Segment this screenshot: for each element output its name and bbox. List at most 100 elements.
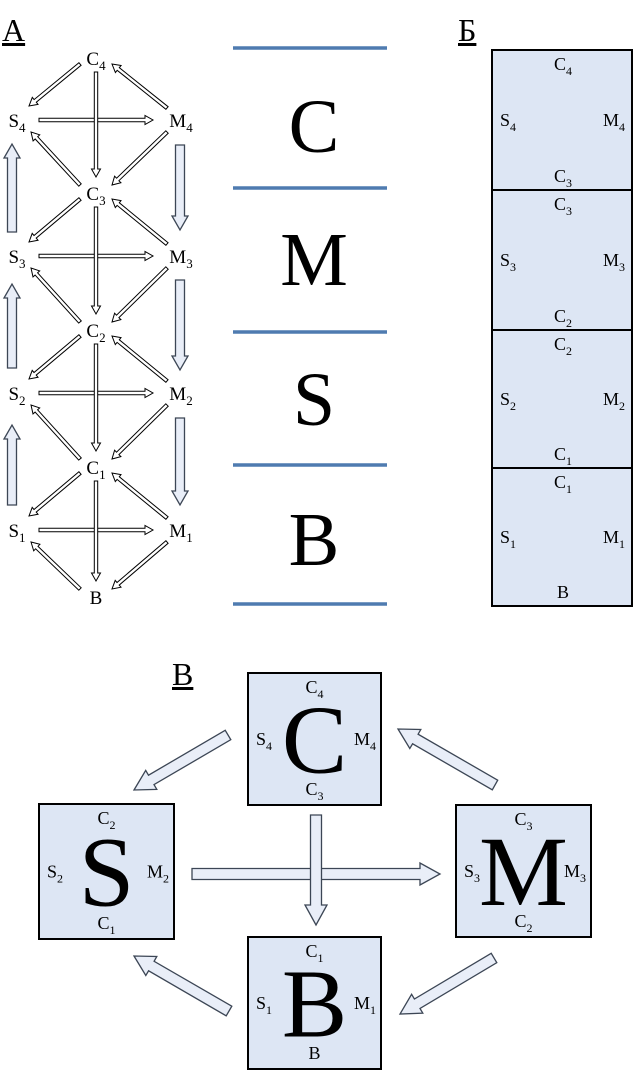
lattice-arrow-c4-to-c3 bbox=[90, 71, 102, 179]
cycle-arrow-m-to-b bbox=[398, 952, 498, 1015]
stack-cell-2 bbox=[491, 189, 633, 331]
lattice-arrow-c4-to-s4 bbox=[28, 62, 82, 107]
cycle-s-left: S2 bbox=[47, 862, 63, 886]
stack-cell-3-right: M2 bbox=[603, 389, 625, 413]
cycle-b-top: C1 bbox=[305, 941, 323, 965]
cycle-c-left: S4 bbox=[256, 729, 272, 753]
node-c2: C2 bbox=[86, 321, 105, 345]
cycle-s-top: C2 bbox=[97, 808, 115, 832]
lattice-arrow-c3-to-s3 bbox=[28, 196, 82, 243]
cycle-m-bottom: C2 bbox=[514, 911, 532, 935]
scale-letter-s: S bbox=[293, 358, 335, 442]
stack-cell-3-bottom: C1 bbox=[554, 444, 572, 468]
lattice-arrow-m2-to-c1 bbox=[111, 403, 169, 460]
cycle-letter-b: B bbox=[282, 950, 347, 1058]
stack-cell-1 bbox=[491, 49, 633, 191]
lattice-arrow-c3-to-c2 bbox=[90, 206, 102, 316]
stack-cell-2-right: M3 bbox=[603, 250, 625, 274]
lattice-arrow-m4-to-c4 bbox=[111, 63, 169, 110]
scale-letter-m: M bbox=[280, 218, 348, 302]
scale-letter-c: C bbox=[289, 85, 340, 169]
stack-cell-4-left: S1 bbox=[500, 527, 516, 551]
stack-cell-1-right: M4 bbox=[603, 110, 625, 134]
cycle-arrow-c-to-s bbox=[132, 729, 232, 791]
lattice-arrow-b-to-s1 bbox=[30, 541, 82, 591]
cycle-b-right: M1 bbox=[354, 993, 376, 1017]
stack-cell-4-bottom: B bbox=[557, 582, 569, 602]
node-s2: S2 bbox=[8, 384, 25, 408]
cycle-box-b bbox=[247, 936, 382, 1070]
scale-letter-b: B bbox=[289, 498, 340, 582]
lattice-arrow-m1-to-b bbox=[111, 539, 169, 590]
stack-cell-4-top: C1 bbox=[554, 472, 572, 496]
node-m1: M1 bbox=[169, 521, 192, 545]
cycle-b-left: S1 bbox=[256, 993, 272, 1017]
cycle-letter-m: M bbox=[479, 816, 568, 927]
node-s3: S3 bbox=[8, 247, 25, 271]
stack-cell-4-right: M1 bbox=[603, 527, 625, 551]
node-m4: M4 bbox=[169, 111, 193, 135]
node-s4: S4 bbox=[8, 111, 26, 135]
stack-cell-2-bottom: C2 bbox=[554, 306, 572, 330]
lattice-arrow-c2-to-s3 bbox=[30, 267, 83, 324]
cycle-c-top: C4 bbox=[305, 677, 323, 701]
cycle-c-bottom: C3 bbox=[305, 779, 323, 803]
cycle-s-bottom: C1 bbox=[97, 913, 115, 937]
cycle-box-m bbox=[455, 804, 592, 938]
cycle-arrow-m-to-c bbox=[396, 728, 499, 791]
lattice-arrow-m4-to-c3 bbox=[111, 130, 169, 186]
stack-cell-3-top: C2 bbox=[554, 334, 572, 358]
node-c3: C3 bbox=[86, 184, 105, 208]
lattice-arrow-m2-to-c2 bbox=[111, 335, 169, 383]
side-arrow-m-down-2 bbox=[170, 279, 190, 372]
panel-label-c: В bbox=[172, 656, 194, 692]
cycle-letter-s: S bbox=[79, 817, 135, 928]
node-m2: M2 bbox=[169, 384, 192, 408]
stack-cell-2-left: S3 bbox=[500, 250, 516, 274]
lattice-arrow-c1-to-b bbox=[90, 480, 102, 583]
cycle-arrow-c-to-b bbox=[303, 814, 329, 927]
lattice-arrow-c1-to-s2 bbox=[30, 404, 83, 461]
stack-cell-1-top: C4 bbox=[554, 54, 572, 78]
side-arrow-m-down-3 bbox=[170, 417, 190, 507]
cycle-s-right: M2 bbox=[147, 862, 169, 886]
side-arrow-s-up-1 bbox=[2, 423, 22, 506]
node-c4: C4 bbox=[86, 49, 106, 73]
cycle-box-c bbox=[247, 672, 382, 806]
side-arrow-m-down-1 bbox=[170, 144, 190, 232]
stack-cell-1-bottom: C3 bbox=[554, 166, 572, 190]
lattice-arrow-c2-to-s2 bbox=[28, 333, 82, 380]
cycle-m-top: C3 bbox=[514, 809, 532, 833]
cycle-b-bottom: B bbox=[308, 1043, 320, 1063]
lattice-arrow-c2-to-c1 bbox=[90, 343, 102, 453]
lattice-arrow-m3-to-c3 bbox=[111, 198, 169, 246]
cycle-box-s bbox=[38, 803, 175, 940]
stack-cell-4 bbox=[491, 467, 633, 607]
stack-cell-2-top: C3 bbox=[554, 194, 572, 218]
lattice-arrow-m3-to-c2 bbox=[111, 266, 169, 323]
cycle-m-left: S3 bbox=[464, 861, 480, 885]
side-arrow-s-up-3 bbox=[2, 142, 22, 233]
cycle-arrow-b-to-s bbox=[132, 955, 233, 1017]
node-s1: S1 bbox=[8, 521, 25, 545]
cycle-c-right: M4 bbox=[354, 729, 376, 753]
lattice-arrow-c3-to-s4 bbox=[30, 131, 82, 187]
node-c1: C1 bbox=[86, 458, 105, 482]
stack-cell-3 bbox=[491, 329, 633, 469]
stack-cell-3-left: S2 bbox=[500, 389, 516, 413]
node-b: B bbox=[90, 588, 103, 609]
panel-label-a: А bbox=[2, 12, 26, 48]
side-arrow-s-up-2 bbox=[2, 282, 22, 369]
lattice-arrow-m1-to-c1 bbox=[111, 472, 169, 520]
panel-label-b: Б bbox=[458, 12, 477, 48]
cycle-letter-c: C bbox=[282, 686, 347, 794]
node-m3: M3 bbox=[169, 247, 192, 271]
stack-cell-1-left: S4 bbox=[500, 110, 516, 134]
cycle-m-right: M3 bbox=[564, 861, 586, 885]
